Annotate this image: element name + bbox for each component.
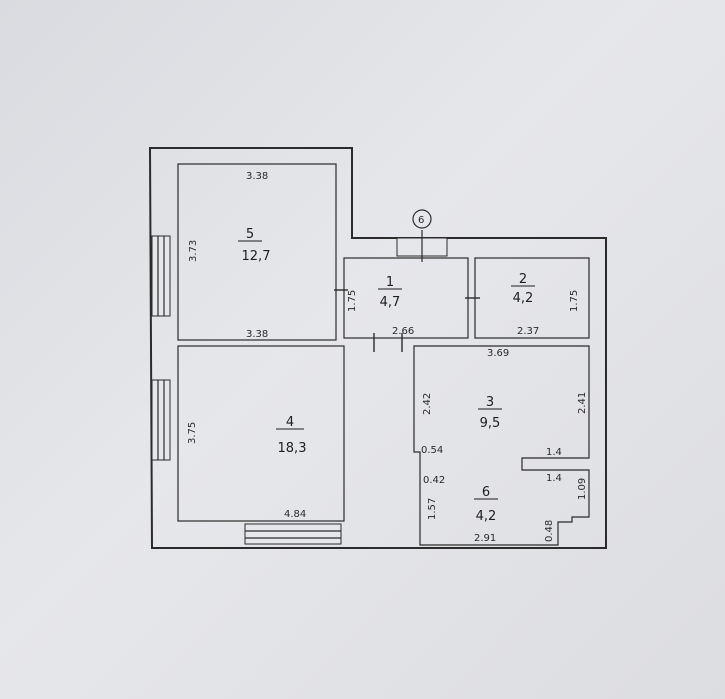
dim-r6-step: 1.4 [546, 473, 562, 484]
outer-wall [148, 147, 607, 549]
svg-text:6: 6 [482, 485, 490, 500]
svg-text:4,2: 4,2 [513, 291, 534, 306]
dim-r3-left: 2.42 [422, 393, 433, 415]
room-1-label: 1 4,7 [378, 275, 402, 310]
svg-text:4,7: 4,7 [380, 295, 401, 310]
dim-r5-side: 3.73 [188, 240, 199, 262]
room-3-6-outline [413, 345, 590, 546]
svg-text:9,5: 9,5 [480, 416, 501, 431]
window-room-4 [151, 379, 171, 461]
dim-r1-bottom: 2.66 [392, 326, 414, 337]
room-3-label: 3 9,5 [478, 395, 502, 431]
svg-text:3: 3 [486, 395, 494, 410]
room-4-label: 4 18,3 [276, 415, 306, 456]
dim-r1-side: 1.75 [347, 290, 358, 312]
svg-text:5: 5 [246, 227, 254, 242]
room-6-label: 6 4,2 [474, 485, 498, 524]
dim-r5-bottom: 3.38 [246, 329, 268, 340]
dim-r2-bottom: 2.37 [517, 326, 539, 337]
dim-r4-bottom: 4.84 [284, 509, 306, 520]
dim-r3-top: 3.69 [487, 348, 509, 359]
svg-text:2: 2 [519, 272, 527, 287]
window-room-4-bottom [244, 523, 342, 545]
dim-r6-right: 1.09 [577, 478, 588, 500]
svg-text:4,2: 4,2 [476, 509, 497, 524]
window-room-5 [151, 235, 171, 317]
room-5-outline [177, 163, 337, 341]
dim-r3-step: 1.4 [546, 447, 562, 458]
room-2-label: 2 4,2 [511, 272, 535, 306]
dim-r6-bottom: 2.91 [474, 533, 496, 544]
svg-text:18,3: 18,3 [278, 441, 307, 456]
dim-r6-left: 1.57 [427, 498, 438, 520]
room-4-outline [177, 345, 345, 522]
dim-r6-small: 0.48 [544, 520, 555, 542]
marker-label: 6 [418, 215, 424, 226]
svg-text:1: 1 [386, 275, 394, 290]
dim-r5-top: 3.38 [246, 171, 268, 182]
dim-r4-side: 3.75 [187, 422, 198, 444]
dim-r6-b: 0.42 [423, 475, 445, 486]
svg-text:4: 4 [286, 415, 294, 430]
dim-r2-side: 1.75 [569, 290, 580, 312]
entrance-marker [396, 209, 448, 262]
room-5-label: 5 12,7 [238, 227, 270, 264]
svg-text:12,7: 12,7 [242, 249, 271, 264]
dim-r3-right: 2.41 [577, 392, 588, 414]
dim-r6-a: 0.54 [421, 445, 443, 456]
door-ticks [334, 289, 480, 352]
